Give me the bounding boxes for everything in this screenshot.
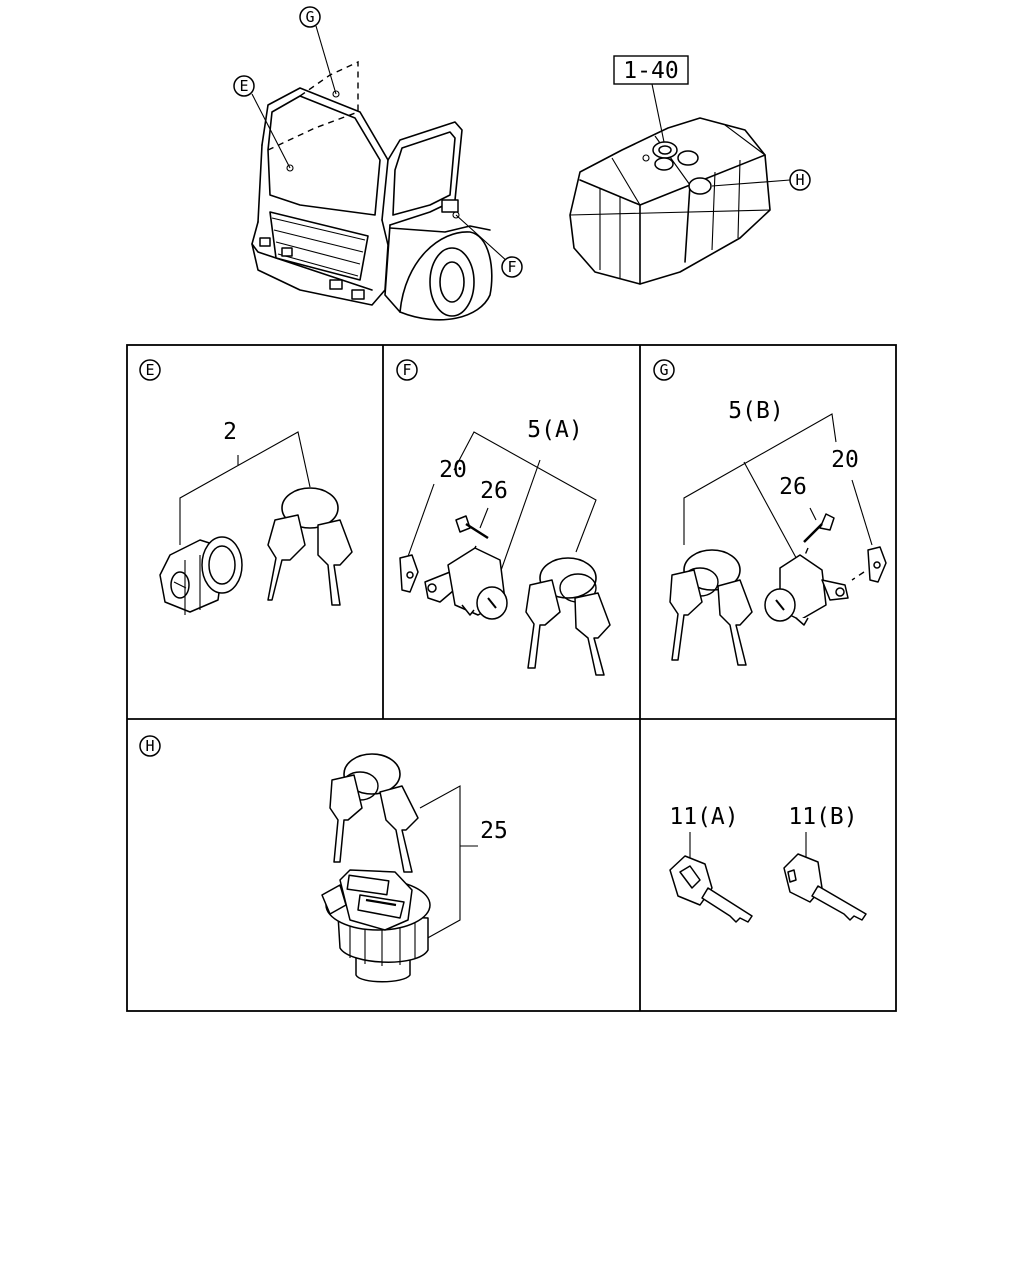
key-11b-icon — [783, 853, 867, 921]
callout-g: G — [653, 359, 675, 381]
leader-part-2 — [179, 431, 311, 545]
leader-part-5b — [683, 413, 837, 545]
key-icon — [525, 579, 611, 676]
door-lock-cylinder-icon — [764, 554, 849, 626]
panel-f: F 5(A) 20 26 — [396, 359, 611, 676]
key-icon — [669, 569, 753, 666]
panel-spare-keys: 11(A) 11(B) — [669, 804, 867, 923]
svg-text:H: H — [795, 171, 804, 189]
truck-cab-illustration — [251, 25, 509, 321]
clip-icon — [851, 546, 887, 583]
key-icon — [329, 774, 419, 873]
door-lock-cylinder-icon — [424, 547, 508, 620]
leader-part-5a — [453, 431, 597, 553]
label-part-2: 2 — [223, 419, 237, 445]
callout-f: F — [396, 359, 418, 381]
label-part-11b: 11(B) — [788, 804, 857, 830]
key-ring-icon — [281, 487, 339, 529]
svg-text:G: G — [659, 361, 668, 379]
ignition-lock-cylinder-icon — [159, 536, 243, 615]
callout-e-overview: E — [233, 75, 255, 97]
callout-h: H — [139, 735, 161, 757]
label-part-20-f: 20 — [439, 457, 467, 483]
label-part-5b: 5(B) — [728, 398, 783, 424]
leader-part-25 — [419, 785, 461, 941]
callout-e: E — [139, 359, 161, 381]
callout-f-overview: F — [501, 256, 523, 278]
label-part-5a: 5(A) — [527, 417, 582, 443]
key-11a-icon — [669, 855, 753, 923]
svg-text:H: H — [145, 737, 154, 755]
label-part-26-g: 26 — [779, 474, 807, 500]
panel-g: G 5(B) 20 26 — [653, 359, 887, 666]
callout-h-overview: H — [789, 169, 811, 191]
label-part-11a: 11(A) — [669, 804, 738, 830]
label-part-26-f: 26 — [480, 478, 508, 504]
svg-text:G: G — [305, 8, 314, 26]
key-icon — [267, 514, 353, 606]
svg-text:E: E — [145, 361, 154, 379]
svg-text:F: F — [402, 361, 411, 379]
panel-e: E 2 — [139, 359, 353, 615]
screw-icon — [801, 513, 835, 563]
label-part-20-g: 20 — [831, 447, 859, 473]
svg-text:E: E — [239, 77, 248, 95]
fuel-cap-icon — [321, 869, 431, 983]
panel-h: H 25 — [139, 735, 508, 983]
svg-text:1-40: 1-40 — [623, 58, 678, 84]
reference-1-40: 1-40 — [613, 55, 689, 85]
svg-text:F: F — [507, 258, 516, 276]
clip-icon — [399, 554, 419, 593]
label-part-25: 25 — [480, 818, 508, 844]
panel-frames — [126, 344, 897, 1012]
fuel-tank-illustration — [569, 83, 791, 285]
callout-g-overview: G — [299, 6, 321, 28]
